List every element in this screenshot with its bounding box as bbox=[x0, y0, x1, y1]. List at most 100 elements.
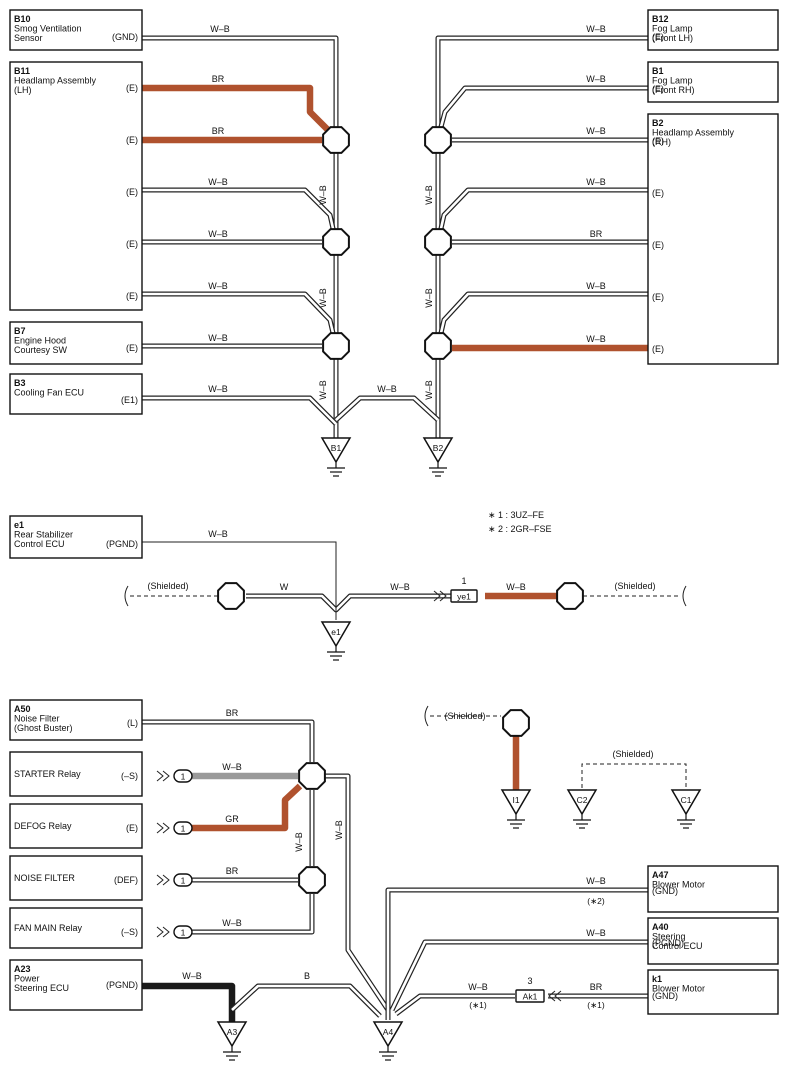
wire-color-label: W–B bbox=[424, 380, 434, 400]
ground-B1: B1 bbox=[320, 437, 352, 477]
wire-color-label: W–B bbox=[222, 762, 242, 772]
junction-node bbox=[298, 762, 326, 790]
wire-b11-e1-br bbox=[142, 84, 339, 141]
pin-label: (E) bbox=[652, 136, 664, 146]
wire-color-label: B bbox=[304, 971, 310, 981]
component-name: Blower Motor bbox=[652, 984, 705, 994]
footnote-mark: (∗1) bbox=[469, 1000, 487, 1010]
shield-end-mark bbox=[424, 705, 429, 727]
wire-a40 bbox=[389, 939, 648, 1012]
component-name: Headlamp Assembly(RH) bbox=[652, 128, 735, 148]
wire-color-label: W–B bbox=[294, 832, 304, 852]
component-box-12[interactable]: FAN MAIN Relay bbox=[9, 907, 143, 949]
component-code: B11 bbox=[14, 66, 30, 76]
connector-label: 1 bbox=[181, 876, 186, 886]
wire-color-label: W–B bbox=[208, 177, 228, 187]
component-box-9[interactable]: STARTER Relay bbox=[9, 751, 143, 797]
junction-node bbox=[322, 126, 350, 154]
wire-color-label: W–B bbox=[506, 582, 526, 592]
wire-color-label: W–B bbox=[208, 229, 228, 239]
connector-label: Ak1 bbox=[523, 992, 538, 1002]
connector-label: 1 bbox=[181, 772, 186, 782]
connector-pin-number: 3 bbox=[527, 976, 532, 986]
wire-ak1-a4 bbox=[394, 993, 515, 1016]
component-name: Blower Motor bbox=[652, 880, 705, 890]
connector-label: 1 bbox=[181, 928, 186, 938]
ground-label: I1 bbox=[512, 795, 519, 805]
striped-wires bbox=[142, 35, 648, 1020]
wire-defog-br bbox=[192, 783, 303, 832]
wire-color-label: W–B bbox=[208, 384, 228, 394]
pin-label: (DEF) bbox=[114, 875, 138, 885]
ground-B2: B2 bbox=[422, 437, 454, 477]
wire-color-label: W–B bbox=[586, 24, 606, 34]
connector-arrow bbox=[156, 874, 170, 886]
connector-Ak1: Ak1 bbox=[515, 989, 562, 1003]
ground-label: B2 bbox=[433, 443, 444, 453]
wire-color-label: GR bbox=[225, 814, 239, 824]
connector-1: 1 bbox=[156, 925, 193, 939]
pin-label: (E) bbox=[652, 188, 664, 198]
pin-label: (GND) bbox=[652, 886, 678, 896]
wire-color-label: W–B bbox=[210, 24, 230, 34]
connector-label: ye1 bbox=[457, 592, 471, 602]
component-name: Fog Lamp(Front RH) bbox=[652, 76, 695, 96]
wire-color-label: W–B bbox=[222, 918, 242, 928]
junction-node bbox=[424, 228, 452, 256]
wire-color-label: BR bbox=[226, 708, 239, 718]
pin-label: (E) bbox=[652, 32, 664, 42]
wire-color-label: W–B bbox=[377, 384, 397, 394]
shield-end-mark bbox=[124, 585, 129, 607]
wire-color-label: W–B bbox=[586, 876, 606, 886]
wire-a3-a4 bbox=[230, 983, 382, 1018]
wire-b2-e2 bbox=[435, 187, 648, 243]
pin-label: (PGND) bbox=[106, 539, 138, 549]
wire-color-label: BR bbox=[590, 982, 603, 992]
wire-a47 bbox=[385, 887, 648, 1020]
pin-label: (E) bbox=[126, 135, 138, 145]
wire-b1-b2-link bbox=[334, 395, 440, 422]
wire-color-label: W–B bbox=[586, 74, 606, 84]
component-box-10[interactable]: DEFOG Relay bbox=[9, 803, 143, 849]
wire-b12-ground bbox=[435, 35, 648, 438]
component-code: e1 bbox=[14, 520, 24, 530]
connector-1: 1 bbox=[156, 873, 193, 887]
wire-color-label: W–B bbox=[208, 281, 228, 291]
wire-b3 bbox=[142, 395, 338, 426]
junction-node bbox=[322, 332, 350, 360]
pin-label: (E) bbox=[126, 823, 138, 833]
connector-1: 1 bbox=[156, 821, 193, 835]
wire-color-label: W–B bbox=[424, 185, 434, 205]
shielded-label: (Shielded) bbox=[444, 711, 485, 721]
shield-c2-c1 bbox=[581, 763, 687, 788]
pin-label: (E) bbox=[126, 291, 138, 301]
component-box-11[interactable]: NOISE FILTER bbox=[9, 855, 143, 901]
component-name: NOISE FILTER bbox=[14, 873, 75, 883]
wire-color-label: W–B bbox=[586, 281, 606, 291]
component-code: A23 bbox=[14, 964, 31, 974]
ground-e1: e1 bbox=[320, 621, 352, 661]
connector-label: 1 bbox=[181, 824, 186, 834]
connector-ye1: ye1 bbox=[433, 589, 478, 603]
wire-color-label: BR bbox=[590, 229, 603, 239]
shielded-wires bbox=[124, 541, 687, 788]
